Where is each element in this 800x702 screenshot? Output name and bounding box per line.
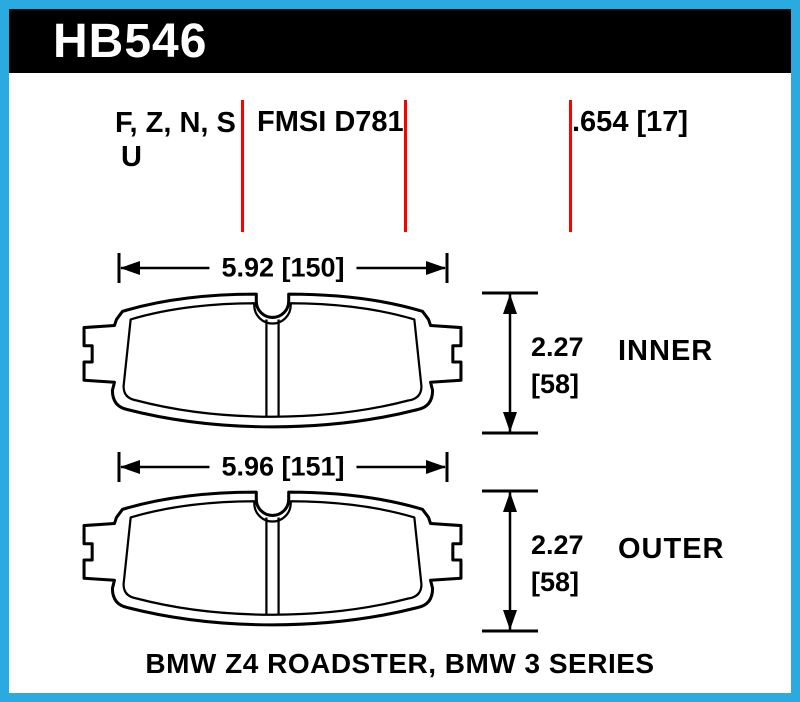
outer-height-label: 2.27 [58] — [531, 527, 584, 601]
outer-pad-outline-icon — [82, 490, 463, 627]
inner-height-metric: [58] — [531, 369, 580, 399]
compound-codes-line1: F, Z, N, S — [115, 107, 236, 139]
inner-width-label: 5.92 [150] — [209, 252, 357, 284]
inner-pad-outline-icon — [82, 292, 463, 429]
inner-height-value: 2.27 — [531, 332, 584, 362]
fmsi-number: FMSI D781 — [257, 106, 404, 138]
outer-pad-drawing — [80, 483, 465, 637]
vehicle-application: BMW Z4 ROADSTER, BMW 3 SERIES — [145, 648, 655, 679]
callout-divider-1 — [241, 100, 244, 232]
outer-height-metric: [58] — [531, 567, 580, 597]
inner-height-dimension — [480, 290, 540, 436]
callout-divider-2 — [404, 100, 407, 232]
outer-height-dimension — [480, 488, 540, 634]
inner-height-arrow-icon — [480, 291, 540, 435]
callout-divider-3 — [569, 100, 572, 232]
inner-width-dimension: 5.92 [150] — [117, 252, 449, 284]
outer-width-label: 5.96 [151] — [209, 451, 357, 483]
inner-height-label: 2.27 [58] — [531, 329, 584, 403]
inner-pad-drawing — [80, 285, 465, 439]
header-bar: HB546 — [9, 9, 791, 73]
pad-thickness: .654 [17] — [572, 106, 689, 138]
outer-height-arrow-icon — [480, 489, 540, 633]
part-number: HB546 — [53, 14, 208, 68]
position-label-outer: OUTER — [618, 533, 725, 565]
position-label-inner: INNER — [618, 335, 714, 367]
outer-width-dimension: 5.96 [151] — [117, 451, 449, 483]
compound-codes-line2: U — [121, 141, 142, 173]
compound-codes: F, Z, N, S U — [115, 106, 236, 174]
outer-height-value: 2.27 — [531, 530, 584, 560]
